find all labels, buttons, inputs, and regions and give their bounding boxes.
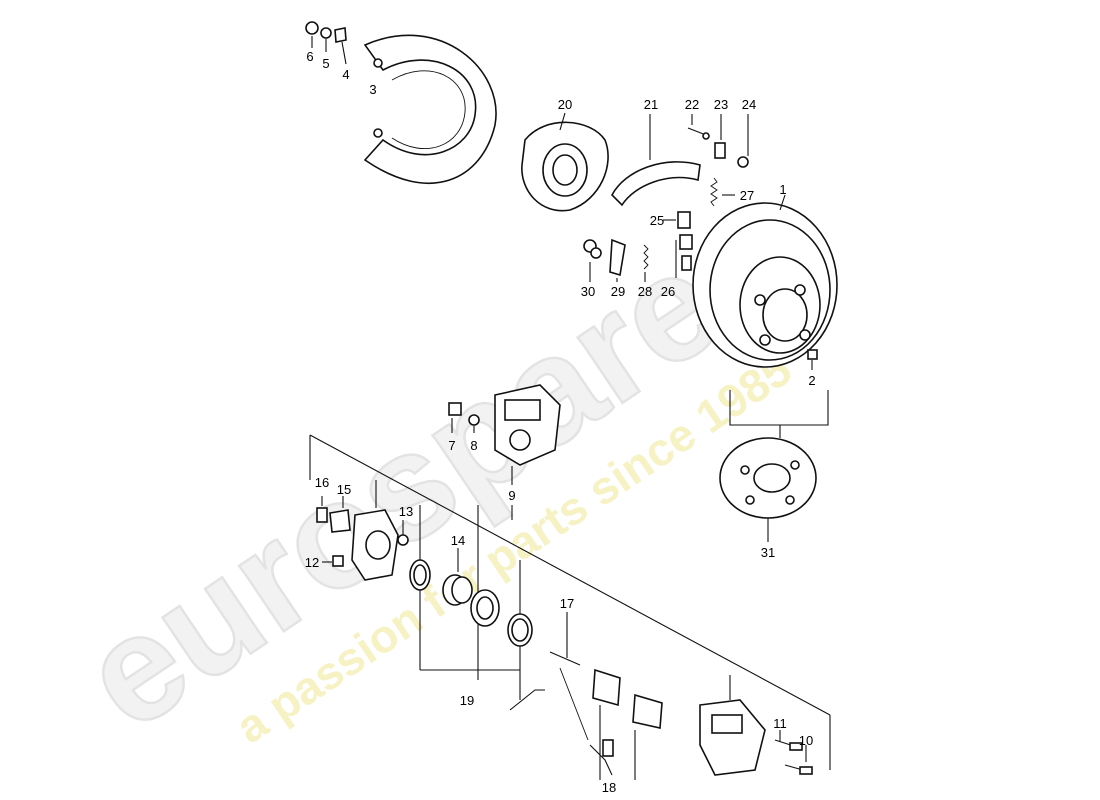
callout-24: 24 xyxy=(742,97,756,112)
shoe-hardware-top xyxy=(687,114,749,168)
caliper-lower xyxy=(699,675,766,776)
callout-31: 31 xyxy=(761,545,775,560)
callout-14: 14 xyxy=(451,533,465,548)
pistons-seals xyxy=(409,548,533,647)
callout-27: 27 xyxy=(740,188,754,203)
small-hardware xyxy=(583,238,649,282)
shield-fasteners xyxy=(305,21,347,65)
callout-labels: 1 2 3 4 5 6 7 8 9 10 11 12 13 14 15 16 1… xyxy=(305,49,816,795)
brake-shoe xyxy=(611,114,701,207)
callout-13: 13 xyxy=(399,504,413,519)
callout-25: 25 xyxy=(650,213,664,228)
callout-2: 2 xyxy=(808,373,815,388)
callout-11: 11 xyxy=(773,716,787,731)
caliper-bolt xyxy=(448,402,480,433)
callout-16: 16 xyxy=(315,475,329,490)
callout-4: 4 xyxy=(342,67,349,82)
lower-bolts xyxy=(774,730,813,775)
caliper-screws xyxy=(322,520,409,567)
callout-10: 10 xyxy=(799,733,813,748)
callout-22: 22 xyxy=(685,97,699,112)
callout-1: 1 xyxy=(779,182,786,197)
callout-28: 28 xyxy=(638,284,652,299)
callout-5: 5 xyxy=(322,56,329,71)
retaining-pin xyxy=(549,612,581,666)
callout-26: 26 xyxy=(661,284,675,299)
callout-6: 6 xyxy=(306,49,313,64)
dust-shield xyxy=(363,34,497,185)
callout-29: 29 xyxy=(611,284,625,299)
callout-18: 18 xyxy=(602,780,616,795)
callout-3: 3 xyxy=(369,82,376,97)
callout-19: 19 xyxy=(460,693,474,708)
bleed-valve xyxy=(316,496,351,533)
callout-17: 17 xyxy=(560,596,574,611)
callout-20: 20 xyxy=(558,97,572,112)
caliper-half xyxy=(351,480,399,581)
brake-pads xyxy=(592,668,663,780)
callout-8: 8 xyxy=(470,438,477,453)
wear-sensor xyxy=(559,667,614,776)
caliper xyxy=(494,384,561,485)
disc-screw xyxy=(807,349,818,370)
callout-30: 30 xyxy=(581,284,595,299)
callout-23: 23 xyxy=(714,97,728,112)
brake-disc xyxy=(692,194,838,368)
adjuster xyxy=(663,211,693,278)
callout-12: 12 xyxy=(305,555,319,570)
callout-21: 21 xyxy=(644,97,658,112)
callout-7: 7 xyxy=(448,438,455,453)
hub xyxy=(719,437,817,542)
callout-9: 9 xyxy=(508,488,515,503)
disc-hub-bracket xyxy=(729,390,829,438)
return-spring xyxy=(710,177,735,207)
backing-plate xyxy=(521,112,609,212)
callout-15: 15 xyxy=(337,482,351,497)
